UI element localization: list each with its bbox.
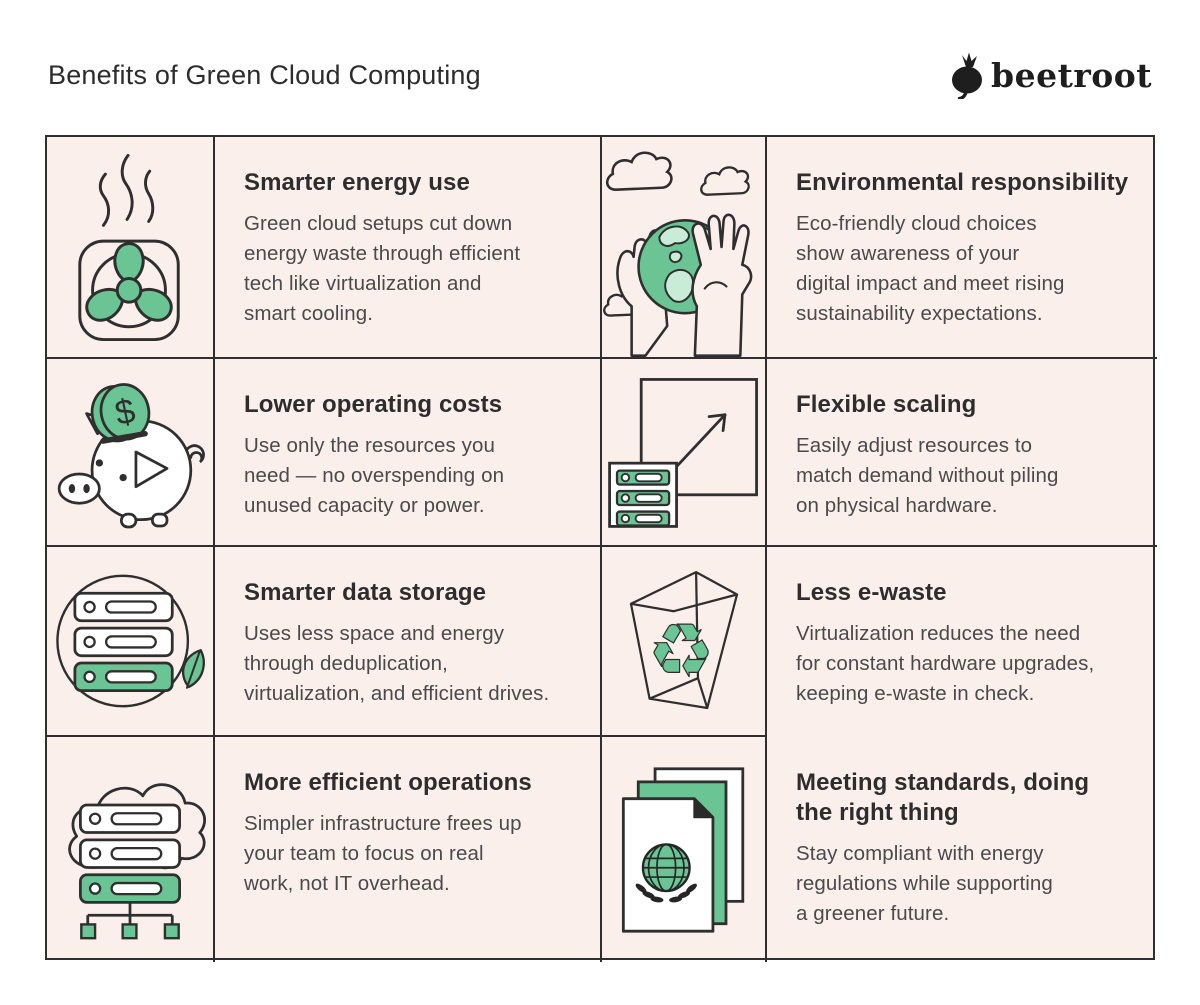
benefit-body: Easily adjust resources to match demand … (796, 434, 1059, 517)
benefit-body: Use only the resources you need — no ove… (244, 434, 505, 517)
benefit-body: Uses less space and energy through dedup… (244, 622, 550, 705)
cell-text-data-storage: Smarter data storage Uses less space and… (215, 547, 602, 737)
hands-holding-globe-icon (603, 151, 753, 357)
scaling-server-arrow-icon (607, 378, 758, 528)
benefit-title: More efficient operations (244, 769, 532, 796)
benefits-table: Smarter energy use Green cloud setups cu… (45, 135, 1157, 962)
svg-text:♻: ♻ (647, 607, 714, 694)
benefit-body: Virtualization reduces the need for cons… (796, 622, 1095, 705)
benefit-title: Less e-waste (796, 579, 947, 606)
storage-leaf-icon (56, 574, 205, 708)
recycle-bin-icon: ♻ (629, 571, 738, 710)
benefit-title: Smarter energy use (244, 169, 470, 196)
beetroot-icon (950, 52, 984, 99)
cell-icon-flexible-scaling (602, 359, 767, 547)
cell-icon-lower-costs: $ (47, 359, 215, 547)
benefit-body: Eco-friendly cloud choices show awarenes… (796, 212, 1065, 325)
benefit-body: Stay compliant with energy regulations w… (796, 842, 1053, 925)
page-title: Benefits of Green Cloud Computing (48, 59, 481, 90)
benefit-title: Meeting standards, doing the right thing (796, 769, 1090, 826)
cell-icon-data-storage (47, 547, 215, 737)
cloud-server-network-icon (68, 782, 206, 939)
cell-icon-less-ewaste: ♻ (602, 547, 767, 737)
cell-text-efficient-operations: More efficient operations Simpler infras… (215, 737, 602, 962)
benefit-title: Lower operating costs (244, 391, 503, 418)
piggy-bank-coin-icon: $ (57, 383, 205, 529)
benefit-body: Green cloud setups cut down energy waste… (244, 212, 521, 325)
benefit-title: Environmental responsibility (796, 169, 1129, 196)
compliance-documents-icon (621, 766, 744, 933)
cell-text-smarter-energy: Smarter energy use Green cloud setups cu… (215, 137, 602, 359)
brand-wordmark: beetroot (991, 55, 1152, 95)
beetroot-logo: beetroot (950, 52, 1152, 99)
cell-icon-efficient-operations (47, 737, 215, 962)
cell-text-meeting-standards: Meeting standards, doing the right thing… (767, 737, 1157, 962)
cell-text-flexible-scaling: Flexible scaling Easily adjust resources… (767, 359, 1157, 547)
fan-cooling-icon (78, 153, 180, 342)
header: Benefits of Green Cloud Computing beetro… (48, 40, 1152, 110)
benefit-title: Smarter data storage (244, 579, 487, 606)
cell-text-environmental: Environmental responsibility Eco-friendl… (767, 137, 1157, 359)
benefit-body: Simpler infrastructure frees up your tea… (244, 812, 522, 895)
cell-icon-smarter-energy (47, 137, 215, 359)
cell-icon-environmental (602, 137, 767, 359)
benefit-title: Flexible scaling (796, 391, 977, 418)
cell-text-less-ewaste: Less e-waste Virtualization reduces the … (767, 547, 1157, 737)
cell-text-lower-costs: Lower operating costs Use only the resou… (215, 359, 602, 547)
cell-icon-meeting-standards (602, 737, 767, 962)
